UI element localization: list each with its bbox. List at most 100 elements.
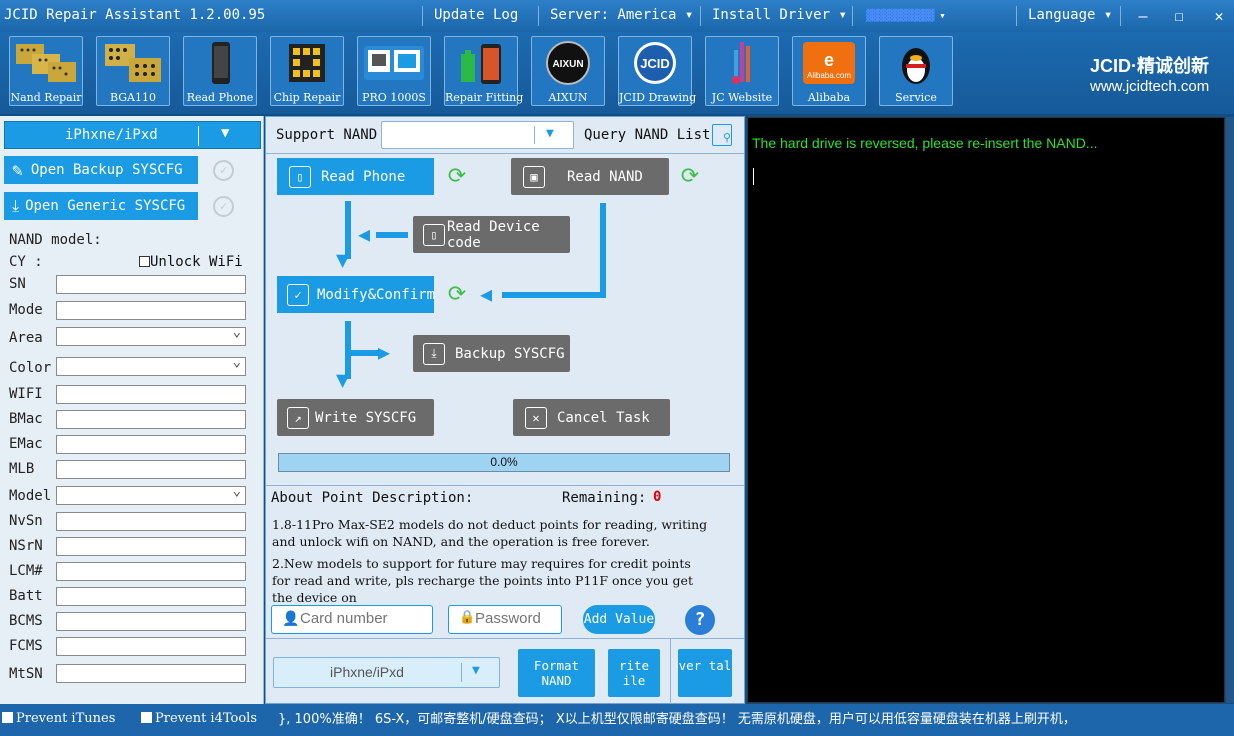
tool-nand-repair[interactable]: Nand Repair (9, 36, 83, 106)
about-points-label: About Point Description: (271, 490, 474, 506)
lcm-field[interactable] (56, 562, 246, 581)
menu-install-driver[interactable]: Install Driver ▾ (712, 7, 847, 23)
write-syscfg-label: Write SYSCFG (315, 409, 417, 426)
remaining-value: 0 (653, 489, 662, 505)
refresh-icon[interactable]: ⟳ (680, 164, 700, 189)
support-nand-select[interactable]: ▼ (381, 121, 574, 149)
area-select[interactable] (56, 324, 246, 346)
tool-aixun[interactable]: AIXUN AIXUN (531, 36, 605, 106)
batt-field[interactable] (56, 587, 246, 606)
tool-jcid-drawing[interactable]: JCID JCID Drawing (618, 36, 697, 106)
card-number-input[interactable] (300, 610, 428, 627)
cancel-task-button[interactable]: ✕ Cancel Task (513, 399, 670, 436)
nsrn-field[interactable] (56, 537, 246, 556)
phone-icon: ▯ (423, 223, 445, 246)
help-icon[interactable]: ? (685, 605, 715, 635)
mtsn-field[interactable] (56, 664, 246, 683)
user-icon: 👤 (282, 611, 300, 627)
color-select[interactable] (56, 354, 246, 376)
phone-icon: ▯ (289, 165, 311, 188)
field-label-nvsn: NvSn (9, 513, 43, 529)
chevron-down-icon: ▾ (684, 7, 694, 23)
menu-account-label: ▓▓▓▓▓▓▓▓▓▓▓▓ (866, 9, 934, 22)
open-backup-label: Open Backup SYSCFG (30, 162, 183, 178)
open-generic-syscfg-button[interactable]: ⤓ Open Generic SYSCFG (4, 192, 198, 220)
status-bar: Prevent iTunes Prevent i4Tools }, 100%准确… (0, 704, 1234, 736)
wifi-field[interactable] (56, 385, 246, 404)
emac-field[interactable] (56, 435, 246, 454)
unlock-wifi-checkbox[interactable]: Unlock WiFi (139, 254, 243, 270)
field-label-color: Color (9, 360, 52, 376)
mode-field[interactable] (56, 301, 246, 320)
chart-icon: ↗ (287, 406, 309, 429)
modify-confirm-button[interactable]: ✓ Modify&Confirm (277, 276, 435, 313)
query-nand-list-link[interactable]: Query NAND List (584, 127, 711, 143)
tool-label: Service (895, 91, 937, 104)
arrow-left-icon: ◀ (358, 222, 371, 246)
menu-server[interactable]: Server: America ▾ (550, 7, 693, 23)
tool-service[interactable]: Service (879, 36, 953, 106)
tool-label: BGA110 (109, 91, 156, 104)
checkbox-icon: ✓ (287, 283, 309, 306)
scrollbar[interactable] (1226, 117, 1234, 703)
field-label-area: Area (9, 330, 43, 346)
read-nand-button[interactable]: ▣ Read NAND (511, 158, 669, 195)
sn-field[interactable] (56, 275, 246, 294)
chip-icon (273, 39, 341, 87)
log-console[interactable]: The hard drive is reversed, please re-in… (747, 117, 1225, 703)
tool-bga110[interactable]: BGA110 (96, 36, 170, 106)
read-device-code-button[interactable]: ▯ Read Device code (413, 216, 570, 253)
over-total-button[interactable]: ver tal (678, 649, 732, 697)
app-title: JCID Repair Assistant 1.2.00.95 (4, 7, 266, 23)
search-list-icon[interactable]: ⚲ (712, 124, 732, 146)
title-bar: JCID Repair Assistant 1.2.00.95 Update L… (0, 0, 1234, 32)
field-label-nsrn: NSrN (9, 538, 43, 554)
maximize-icon[interactable]: ☐ (1174, 7, 1184, 25)
bmac-field[interactable] (56, 410, 246, 429)
cy-label: CY : (9, 254, 43, 270)
tool-label: JCID Drawing (619, 91, 697, 104)
nvsn-field[interactable] (56, 512, 246, 531)
prevent-itunes-checkbox[interactable]: Prevent iTunes (2, 711, 115, 726)
mlb-field[interactable] (56, 460, 246, 479)
fcms-field[interactable] (56, 637, 246, 656)
card-number-field[interactable]: 👤 (271, 605, 433, 634)
menu-update-log[interactable]: Update Log (434, 7, 519, 23)
tool-chip-repair[interactable]: Chip Repair (270, 36, 344, 106)
add-value-button[interactable]: Add Value (583, 605, 655, 634)
backup-syscfg-button[interactable]: ⤓ Backup SYSCFG (413, 335, 570, 372)
write-file-button[interactable]: rite ile (608, 649, 660, 697)
password-input[interactable] (475, 610, 559, 627)
bottom-device-select[interactable]: iPhxne/iPxd ▼ (273, 657, 500, 688)
read-phone-button[interactable]: ▯ Read Phone (277, 158, 434, 195)
menu-language[interactable]: Language ▾ (1028, 7, 1112, 23)
svg-text:Alibaba.com: Alibaba.com (807, 71, 851, 80)
prevent-i4tools-checkbox[interactable]: Prevent i4Tools (141, 711, 257, 726)
tool-read-phone[interactable]: Read Phone (183, 36, 257, 106)
tool-jc-website[interactable]: JC Website (705, 36, 779, 106)
refresh-icon[interactable]: ⟳ (447, 282, 467, 307)
refresh-icon[interactable]: ⟳ (447, 164, 467, 189)
device-select[interactable]: iPhxne/iPxd ▼ (4, 121, 261, 149)
model-select[interactable] (56, 483, 246, 505)
unlock-wifi-label: Unlock WiFi (150, 254, 243, 270)
chevron-down-icon: ▾ (838, 7, 847, 23)
chevron-down-icon: ▼ (221, 125, 230, 141)
tool-pro1000s[interactable]: PRO 1000S (357, 36, 431, 106)
close-icon[interactable]: ✕ (1214, 7, 1224, 25)
menu-separator (852, 6, 853, 26)
flow-arrow (351, 350, 381, 356)
menu-install-driver-label: Install Driver (712, 7, 831, 23)
minimize-icon[interactable]: — (1138, 7, 1148, 25)
format-nand-button[interactable]: Format NAND (518, 649, 595, 697)
tool-repair-fitting[interactable]: Repair Fitting (444, 36, 523, 106)
menu-account[interactable]: ▓▓▓▓▓▓▓▓▓▓▓▓ ▾ (866, 9, 946, 22)
password-field[interactable]: 🔒 (448, 605, 562, 634)
bcms-field[interactable] (56, 612, 246, 631)
write-syscfg-button[interactable]: ↗ Write SYSCFG (277, 399, 434, 436)
tool-label: Read Phone (186, 91, 254, 104)
open-backup-syscfg-button[interactable]: ✎ Open Backup SYSCFG (4, 156, 198, 184)
select-divider (534, 126, 535, 144)
